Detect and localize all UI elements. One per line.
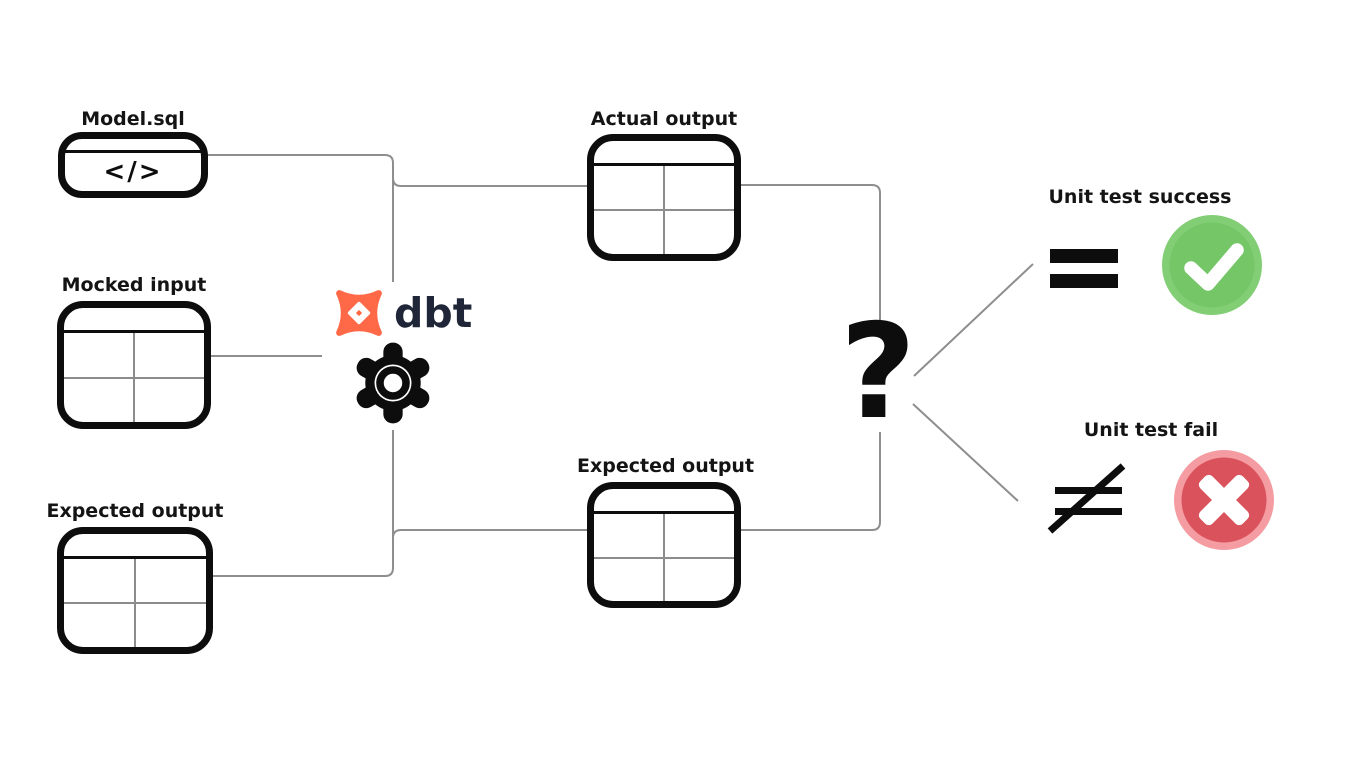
connector-actual-to-question (741, 184, 881, 328)
table-header (64, 534, 206, 559)
dbt-wordmark: dbt (394, 288, 473, 337)
gear-icon (356, 342, 430, 424)
not-equals-icon (1047, 463, 1126, 534)
connector-expected-to-gear (212, 430, 394, 577)
table-header (64, 308, 204, 333)
expected-output-left-table (57, 527, 213, 654)
model-sql-label: Model.sql (81, 108, 185, 130)
connector-branch-to-expected (392, 529, 588, 539)
expected-output-left-label: Expected output (46, 500, 224, 522)
cross-circle-icon (1174, 450, 1274, 550)
table-grid (594, 166, 734, 254)
mocked-input-label: Mocked input (61, 274, 207, 296)
model-sql-header-line (65, 139, 201, 153)
unit-test-success-label: Unit test success (1048, 186, 1232, 208)
equals-icon (1050, 249, 1118, 288)
table-grid (594, 514, 734, 601)
actual-output-table (587, 134, 741, 261)
expected-output-mid-table (587, 482, 741, 608)
connector-model-to-dbt (207, 154, 394, 282)
dbt-logo-icon (336, 290, 382, 336)
connector-branch-to-actual (392, 177, 588, 187)
connector-expectedmid-to-question (741, 432, 881, 531)
connector-question-to-notequals (912, 403, 1019, 502)
table-header (594, 489, 734, 514)
connector-question-to-equals (913, 263, 1034, 377)
code-icon: </> (103, 157, 163, 187)
model-sql-node: </> (58, 132, 208, 198)
question-mark: ? (840, 295, 916, 448)
unit-test-fail-label: Unit test fail (1083, 419, 1219, 441)
check-circle-icon (1162, 215, 1262, 315)
table-grid (64, 559, 206, 647)
expected-output-mid-label: Expected output (577, 455, 755, 477)
dbt-logo: dbt (333, 287, 472, 339)
table-header (594, 141, 734, 166)
mocked-input-table (57, 301, 211, 429)
actual-output-label: Actual output (590, 108, 738, 130)
table-grid (64, 333, 204, 422)
